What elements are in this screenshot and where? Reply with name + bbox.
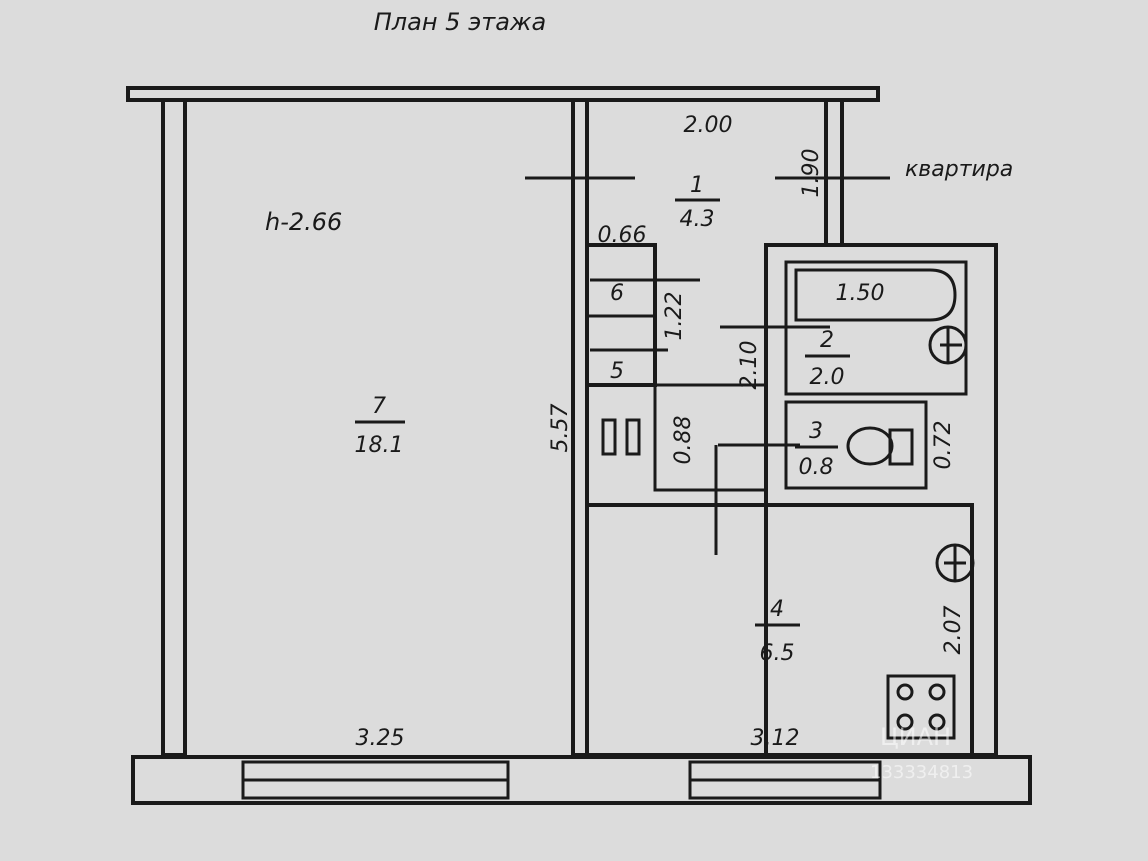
- vent-duct-icon: [625, 418, 641, 456]
- room-5-number: 5: [610, 359, 624, 384]
- toilet-icon: [846, 426, 894, 466]
- hall-right-wall: [824, 98, 844, 247]
- room-6-number: 6: [610, 281, 624, 306]
- dim-hall-depth: 1.90: [799, 149, 824, 198]
- room-4-label: 4 6.5: [755, 597, 800, 666]
- top-wall: [126, 86, 880, 102]
- dim-bath-length: 1.50: [836, 281, 885, 306]
- watermark-brand: ЦИАН: [880, 723, 951, 751]
- room-2-number: 2: [820, 328, 834, 353]
- left-wall: [161, 98, 187, 757]
- dim-living-depth: 5.57: [548, 404, 573, 453]
- vent-duct-icon: [601, 418, 617, 456]
- watermark: ЦИАН 133334813: [870, 723, 973, 783]
- ceiling-height: h-2.66: [265, 208, 342, 236]
- room-7-number: 7: [372, 394, 386, 419]
- walls: [126, 86, 1032, 805]
- entrance-label: квартира: [905, 157, 1013, 182]
- section-lines: [525, 176, 890, 555]
- room-3-number: 3: [809, 419, 823, 444]
- room-1-label: 1 4.3: [675, 173, 720, 232]
- room-1-area: 4.3: [680, 207, 715, 232]
- dim-closet-width: 0.66: [598, 223, 647, 248]
- dim-hall-width: 2.00: [684, 113, 733, 138]
- room-2-area: 2.0: [810, 365, 845, 390]
- living-partition: [571, 98, 589, 757]
- corridor: [653, 383, 768, 492]
- room-7-area: 18.1: [355, 433, 404, 458]
- room-4-area: 6.5: [760, 641, 795, 666]
- dim-corridor-width: 0.88: [671, 416, 696, 465]
- dim-bath-depth: 2.10: [737, 341, 762, 390]
- room-7-label: 7 18.1: [355, 394, 405, 458]
- kitchen-outline: [585, 503, 974, 757]
- room-3-label: 3 0.8: [795, 419, 838, 480]
- dim-wc-width: 0.72: [931, 421, 956, 470]
- room-4-number: 4: [770, 597, 784, 622]
- dim-living-width: 3.25: [356, 726, 405, 751]
- dim-kitchen-depth: 2.07: [941, 606, 966, 655]
- dim-closet-depth: 1.22: [662, 292, 687, 341]
- stove-icon: [886, 674, 956, 740]
- dim-kitchen-width: 3.12: [751, 726, 800, 751]
- bathtub-icon: [794, 268, 957, 322]
- room-1-number: 1: [690, 173, 704, 198]
- fixtures: [601, 268, 975, 740]
- room-2-label: 2 2.0: [805, 328, 850, 390]
- room-3-area: 0.8: [799, 455, 834, 480]
- plan-title: План 5 этажа: [374, 8, 547, 36]
- watermark-code: 133334813: [870, 762, 973, 783]
